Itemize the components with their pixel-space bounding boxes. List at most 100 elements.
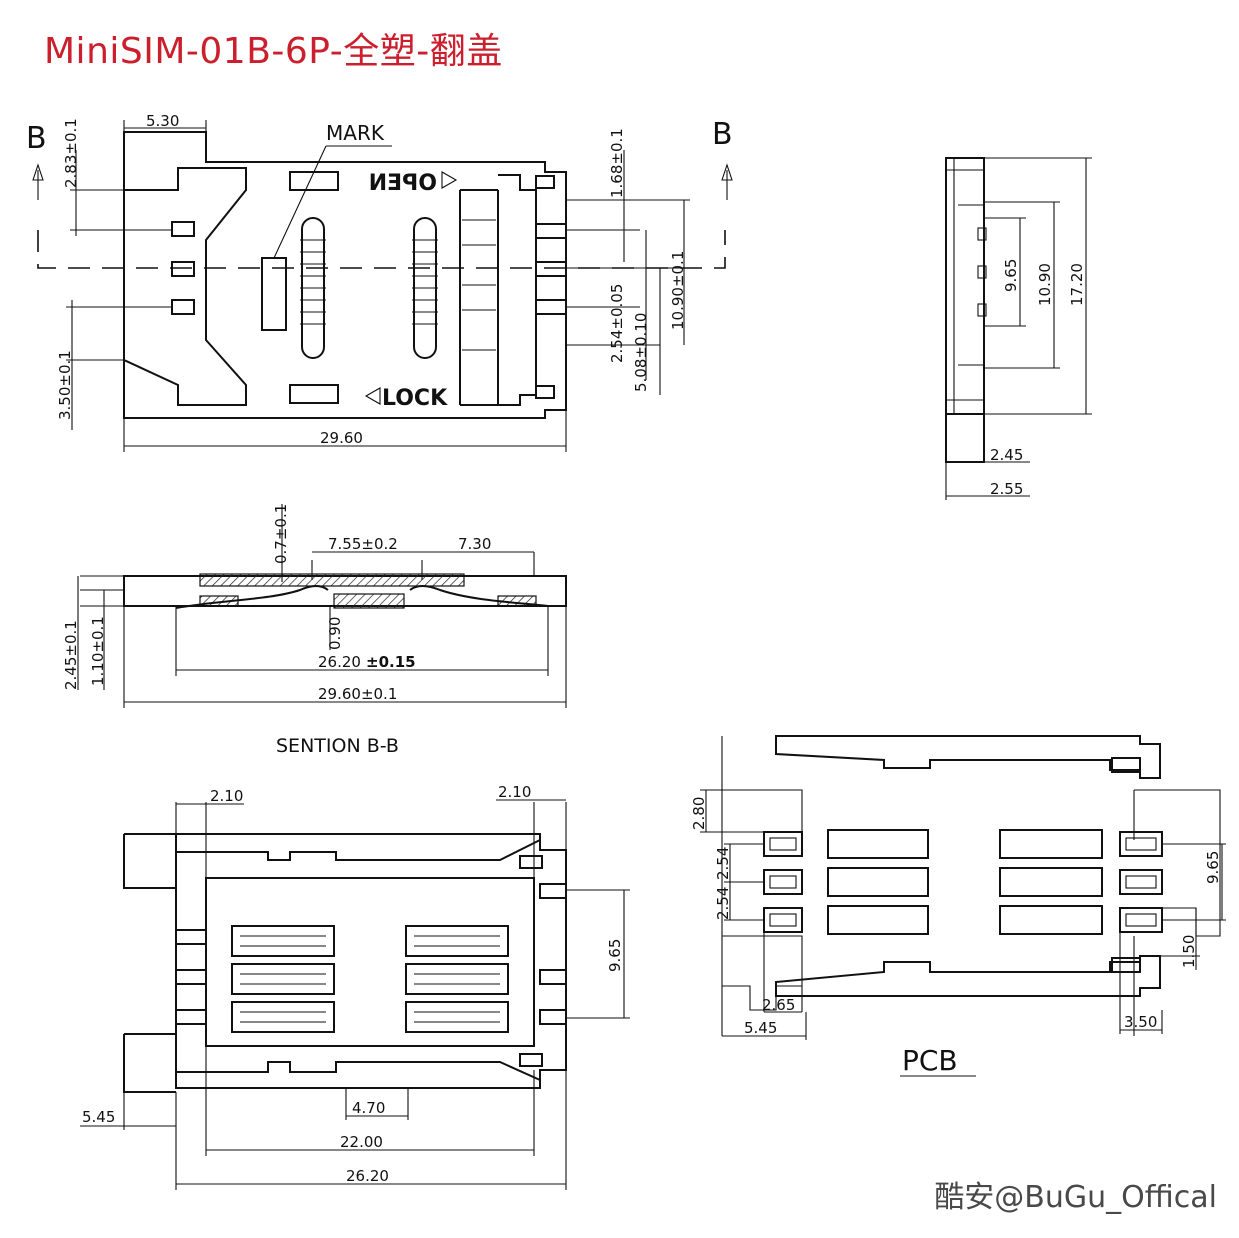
lock-window [289,384,339,404]
side-view: 9.65 10.90 17.20 2.45 2.55 [945,157,1092,500]
bottom-inner-frame [205,877,535,1047]
dim-line-pcb-350 [1119,932,1163,1034]
arrow-up-icon [721,163,733,200]
side-body [945,157,985,415]
bottom-body-outline [175,833,567,1089]
lock-arrow-icon [364,387,381,405]
dim-line-bot-470 [345,1088,409,1120]
bottom-pin-r1 [539,883,567,899]
dim-lines-right [566,199,690,346]
left-pin-1 [171,221,195,237]
right-tab-top [535,175,555,189]
dim-side-1720: 17.20 [1068,263,1086,306]
spring-contact-curves [175,585,549,609]
right-frame [498,174,537,406]
dim-line-side-965 [984,217,1026,327]
dim-bot-2620: 26.20 [346,1167,389,1185]
left-pin-3 [171,299,195,315]
bottom-left-flanges [123,833,176,1093]
dim-line-bot-210r [496,799,567,878]
section-marker-left: B [26,121,47,156]
pcb-right-outline [1133,789,1221,1036]
pcb-top-rail [775,735,1161,779]
pcb-label: PCB [902,1044,958,1077]
pcb-pad-l1-inner [769,837,797,851]
right-block-ribs [462,219,496,351]
bottom-pin-l2 [175,969,207,985]
dim-line-sec-2960 [123,606,567,708]
dim-pcb-280: 2.80 [690,797,708,830]
dim-bot-2200: 22.00 [340,1133,383,1151]
side-pin-3 [977,303,987,317]
dim-pcb-254a: 2.54 [714,847,732,880]
side-lower-part [945,413,985,463]
pcb-tab-bottom [1111,957,1141,973]
dim-sec-755: 7.55±0.2 [328,535,398,553]
dim-line-side-bottom [945,461,1030,500]
dim-side-1090: 10.90 [1036,263,1054,306]
bottom-bottom-rail [176,1061,541,1081]
side-pin-1 [977,227,987,241]
dim-bot-965: 9.65 [606,939,624,972]
dim-bot-470: 4.70 [352,1099,385,1117]
dim-line-side-1720 [984,157,1092,415]
pcb-contact-r2 [999,867,1103,897]
bottom-pin-r3 [539,1009,567,1025]
dim-line-bot-2620 [175,1070,567,1190]
dim-pcb-150: 1.50 [1180,935,1198,968]
bottom-top-rail [176,839,541,861]
dim-sec-090: 0.90 [326,617,344,650]
pcb-bottom-rail [775,955,1161,997]
dim-line-2960 [123,410,567,452]
dim-line-530 [123,120,207,132]
dim-168: 1.68±0.1 [608,128,626,198]
dim-350: 3.50±0.1 [56,350,74,420]
dim-sec-07: 0.7±0.1 [272,504,290,564]
dim-line-bot-210l [175,802,244,878]
bottom-pin-l1 [175,929,207,945]
dim-254: 2.54±0.05 [608,284,626,363]
spring-r-lines [414,935,500,1023]
dim-line-side-1090 [984,201,1060,369]
pcb-contact-l3 [827,905,929,935]
dim-line-bot-2200 [205,1046,535,1156]
connector-body-outline [123,131,567,419]
dim-side-245: 2.45 [990,446,1023,464]
bottom-view: 2.10 2.10 9.65 5.45 4.70 22.00 26.20 [80,783,630,1190]
right-pin-1 [535,223,567,239]
dim-side-965: 9.65 [1002,259,1020,292]
spring-l1 [231,925,335,957]
dim-line-pcb-254 [724,843,764,921]
spring-l2 [231,963,335,995]
section-marker-right: B [712,117,733,152]
pcb-contact-l2 [827,867,929,897]
dim-line-350 [66,300,172,430]
dim-line-bot-545 [80,1092,176,1130]
pcb-pad-r1-inner [1125,837,1157,851]
section-line [37,230,726,269]
section-view: 0.7±0.1 7.55±0.2 7.30 2.45±0.1 1.10±0.1 … [62,504,567,757]
spring-r3 [405,1001,509,1033]
right-tab-bottom [535,385,555,399]
pcb-left-outline [721,736,803,1036]
bottom-pin-r2 [539,969,567,985]
arrow-up-icon [32,163,44,200]
dim-line-pcb-965 [1162,843,1226,921]
dim-line-pcb-265 [763,932,803,1013]
dim-side-255: 2.55 [990,480,1023,498]
right-contact-block [459,189,499,406]
dim-bot-545: 5.45 [82,1108,115,1126]
side-pin-2 [977,265,987,279]
pcb-contact-l1 [827,829,929,859]
dim-sec-730: 7.30 [458,535,491,553]
spring-r1 [405,925,509,957]
dim-pcb-265: 2.65 [762,996,795,1014]
bottom-pin-l3 [175,1009,207,1025]
dim-530: 5.30 [146,112,179,130]
dim-bot-210l: 2.10 [210,787,243,805]
mark-leader [273,145,392,259]
mark-label: MARK [326,121,385,145]
drawing-title: MiniSIM-01B-6P-全塑-翻盖 [44,31,503,72]
